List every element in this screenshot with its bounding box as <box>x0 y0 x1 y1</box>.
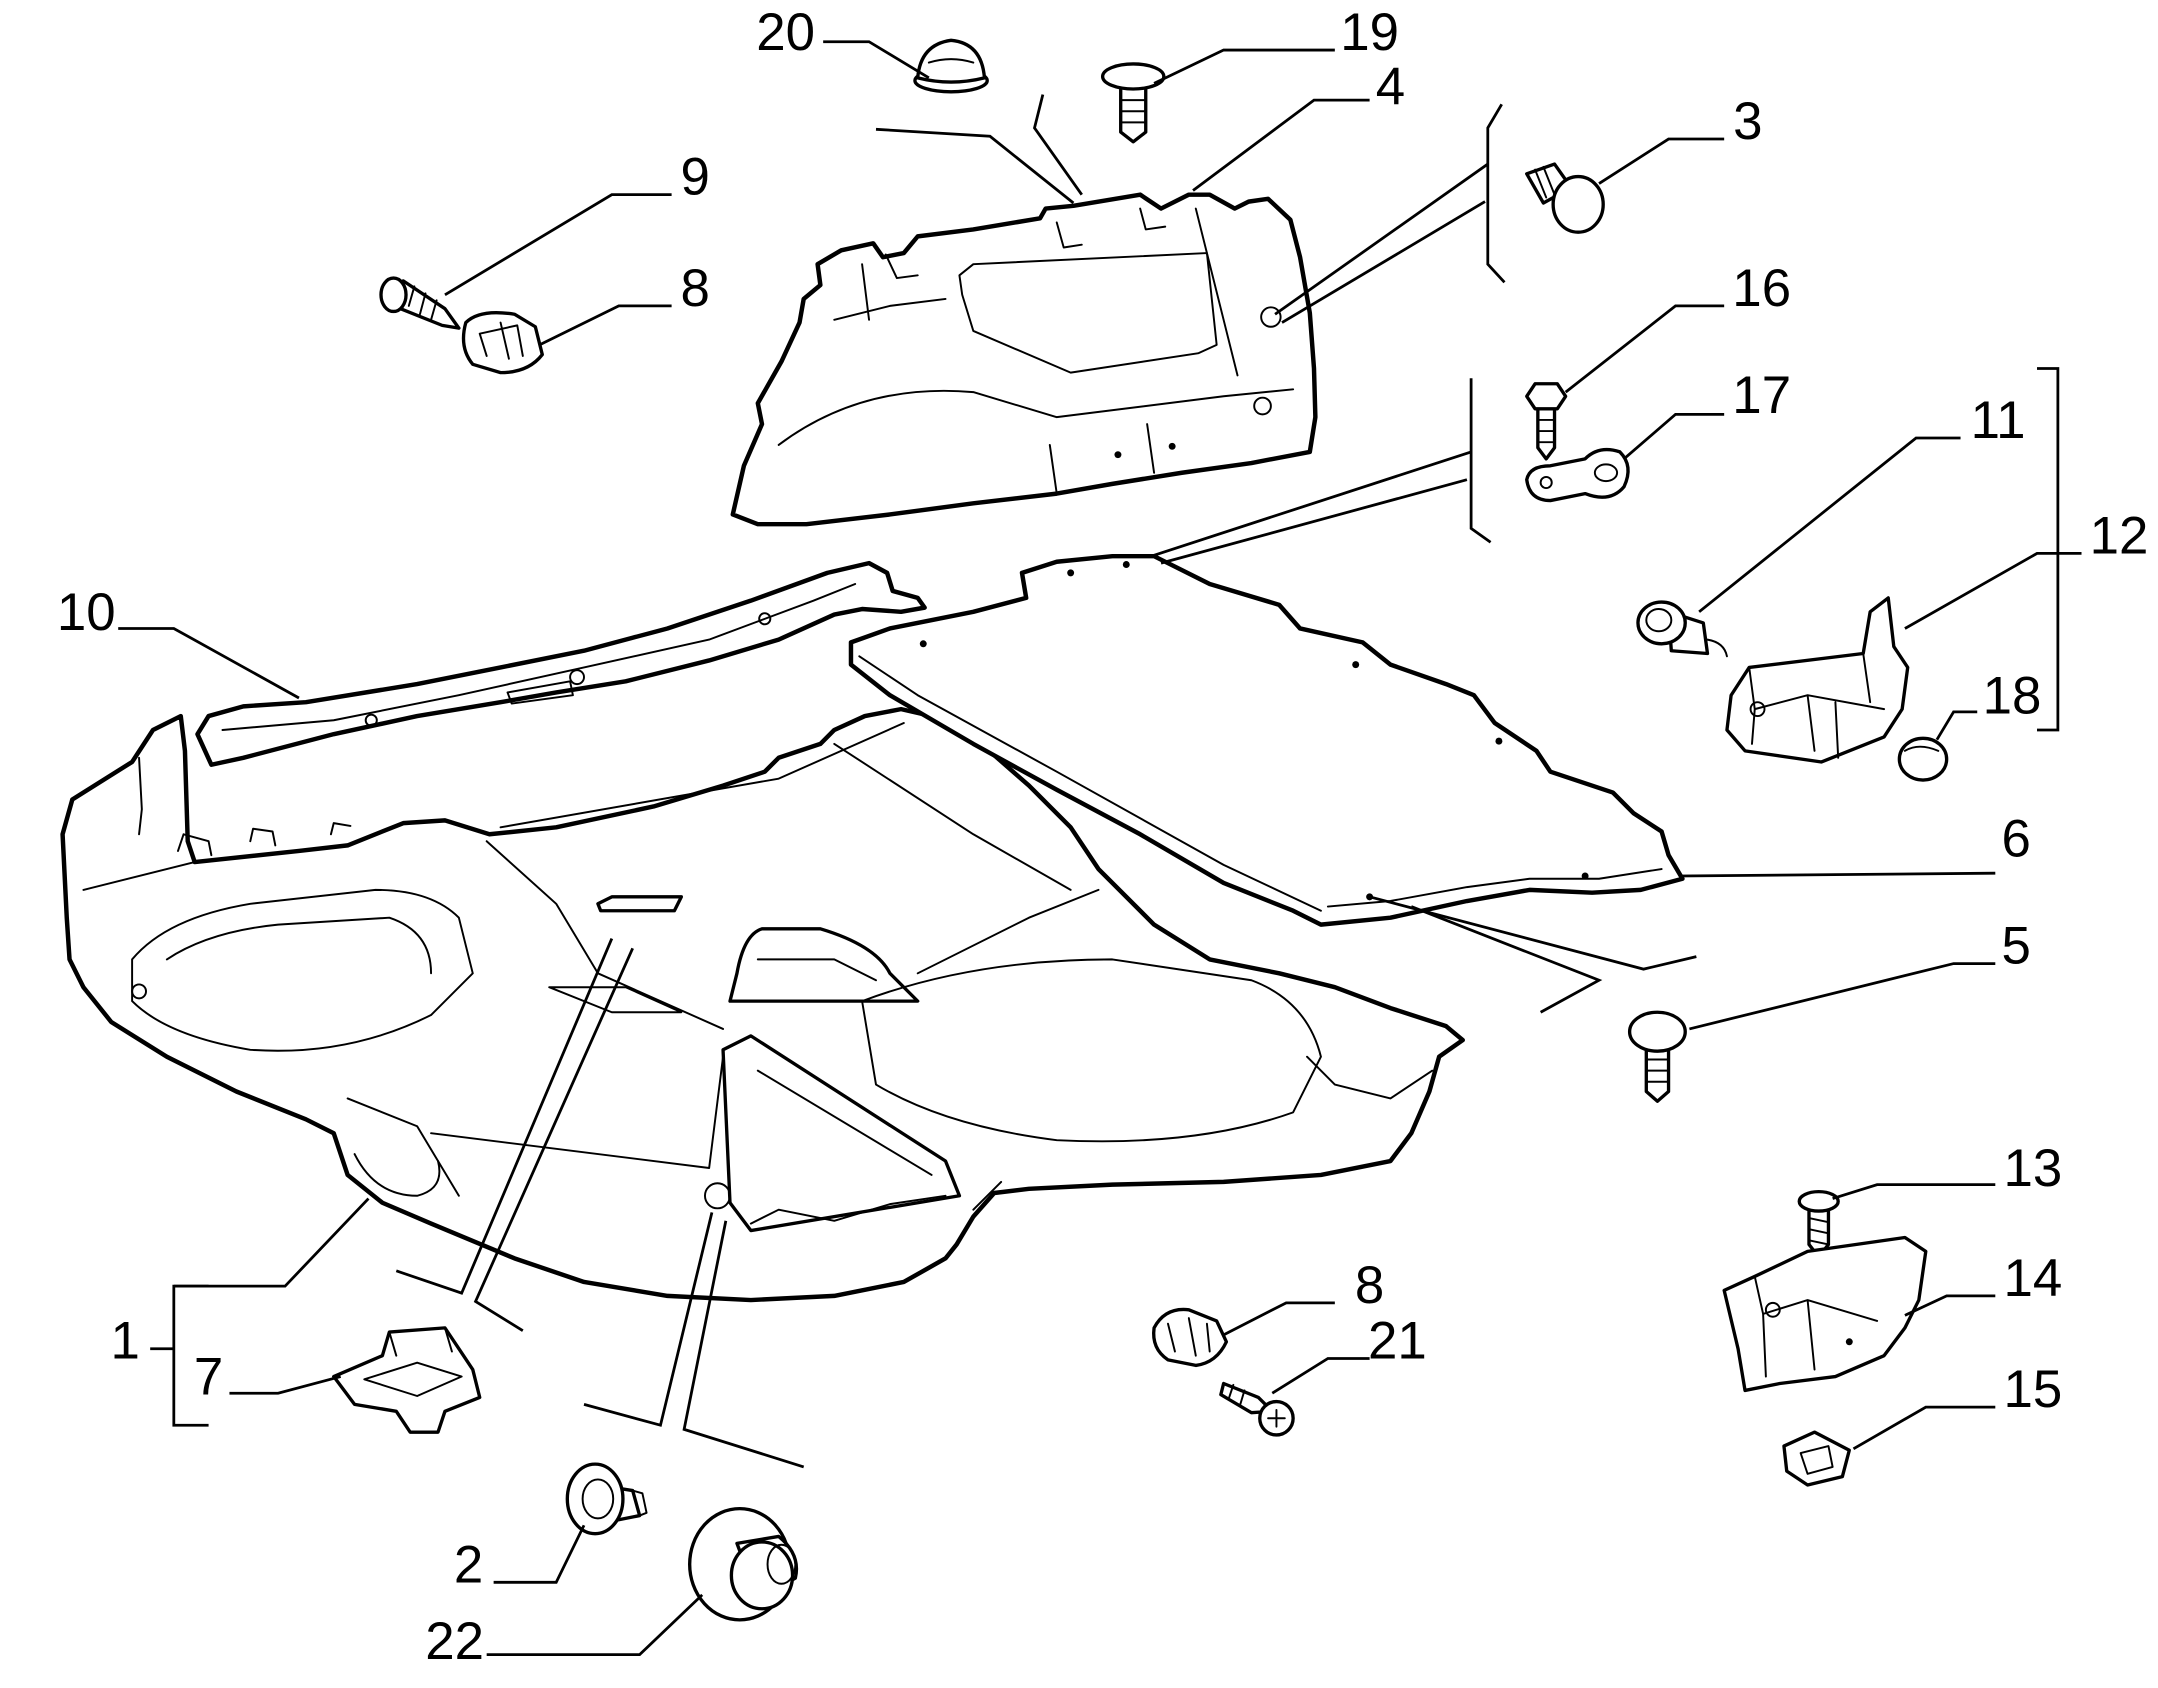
position-line-part4-side-b <box>1281 200 1486 324</box>
leader-line-8-lower <box>1222 1301 1335 1337</box>
leader-line-22 <box>486 1593 704 1657</box>
callout-12: 12 <box>2090 506 2149 565</box>
leader-line-5 <box>1689 962 1996 1031</box>
position-line-floor-center-a <box>583 1212 714 1427</box>
position-bracket-part6-top <box>1469 378 1492 544</box>
leader-line-19 <box>1153 48 1335 85</box>
callout-16: 16 <box>1732 259 1791 318</box>
callout-6: 6 <box>2001 810 2030 869</box>
callout-4: 4 <box>1376 57 1405 116</box>
leader-line-4 <box>1192 98 1370 192</box>
part-3-push-pin <box>1525 162 1605 234</box>
part-1-floor-carpet <box>60 706 1465 1303</box>
callout-8-lower: 8 <box>1355 1256 1384 1315</box>
part-19-push-pin <box>1100 62 1166 144</box>
part-11-retainer <box>1636 600 1728 658</box>
leader-line-16 <box>1564 304 1725 394</box>
position-line-part6-bottom-b <box>1410 905 1603 1014</box>
callout-3: 3 <box>1733 92 1762 151</box>
leader-line-9 <box>444 193 672 296</box>
part-22-grommet <box>688 1506 799 1622</box>
part-18-cap <box>1897 736 1949 782</box>
leader-line-1 <box>173 1197 370 1288</box>
leader-line-8-upper <box>538 304 672 347</box>
part-5-push-pin <box>1627 1010 1687 1103</box>
leader-line-17 <box>1623 412 1725 460</box>
part-6-floor-panel <box>848 553 1685 927</box>
part-14-bracket <box>1722 1235 1928 1393</box>
callouts: 20 19 4 3 9 8 16 17 11 12 18 10 6 5 13 1… <box>57 3 2149 1671</box>
part-8-clip-upper <box>461 311 544 375</box>
leader-line-7 <box>229 1375 342 1395</box>
leader-line-21 <box>1271 1357 1370 1395</box>
position-line-part6-bottom-a <box>1369 895 1697 971</box>
part-20-cap <box>913 38 989 94</box>
group-bracket-11-12-18 <box>2037 367 2060 732</box>
position-line-part4-top-b <box>1033 94 1083 196</box>
leader-line-3 <box>1598 137 1725 185</box>
callout-13: 13 <box>2003 1139 2062 1198</box>
leader-line-11 <box>1698 436 1961 613</box>
callout-8-upper: 8 <box>681 259 710 318</box>
part-15-clip-nut <box>1782 1430 1851 1487</box>
part-7-clip <box>332 1326 482 1434</box>
part-8-clip-lower <box>1152 1307 1229 1368</box>
leader-line-13 <box>1832 1183 1996 1200</box>
callout-22: 22 <box>425 1612 484 1671</box>
position-line-part6-top-b <box>1160 478 1468 565</box>
callout-20: 20 <box>756 3 815 62</box>
leader-line-2 <box>493 1524 586 1584</box>
position-line-floor-left-a <box>395 938 614 1295</box>
part-12-bracket <box>1725 596 1910 764</box>
position-line-part4-side-a <box>1274 162 1489 316</box>
position-bracket-part4-side <box>1486 103 1506 284</box>
part-2-fastener <box>565 1462 648 1536</box>
callout-2: 2 <box>454 1535 483 1594</box>
callout-10: 10 <box>57 583 116 642</box>
callout-17: 17 <box>1732 366 1791 425</box>
callout-18: 18 <box>1983 666 2042 725</box>
callout-7: 7 <box>194 1348 223 1407</box>
part-9-screw <box>379 276 461 330</box>
callout-15: 15 <box>2003 1360 2062 1419</box>
position-line-floor-center-b <box>682 1220 805 1469</box>
callout-21: 21 <box>1368 1311 1427 1370</box>
leader-line-20 <box>823 40 930 80</box>
callout-14: 14 <box>2003 1249 2062 1308</box>
leader-line-18 <box>1935 710 1978 741</box>
part-21-screw <box>1219 1381 1295 1437</box>
callout-19: 19 <box>1340 3 1399 62</box>
leader-line-15 <box>1852 1405 1996 1451</box>
leader-line-10 <box>118 627 300 700</box>
part-16-bolt <box>1525 382 1568 461</box>
callout-9: 9 <box>681 148 710 207</box>
part-4-side-trim-panel <box>730 192 1318 527</box>
leader-line-6 <box>1679 871 1996 878</box>
leader-line-12 <box>1904 552 2082 630</box>
part-10-sill-strip <box>195 560 927 767</box>
position-line-part4-top-a <box>875 127 1075 205</box>
callout-1: 1 <box>110 1311 139 1370</box>
callout-5: 5 <box>2001 917 2030 976</box>
callout-11: 11 <box>1971 391 2026 450</box>
position-line-part6-top-a <box>1150 450 1472 558</box>
leader-line-14 <box>1904 1294 1996 1317</box>
position-line-floor-left-b <box>473 947 634 1332</box>
part-17-bracket-ring <box>1525 447 1630 503</box>
leader-lines <box>118 40 2082 1657</box>
